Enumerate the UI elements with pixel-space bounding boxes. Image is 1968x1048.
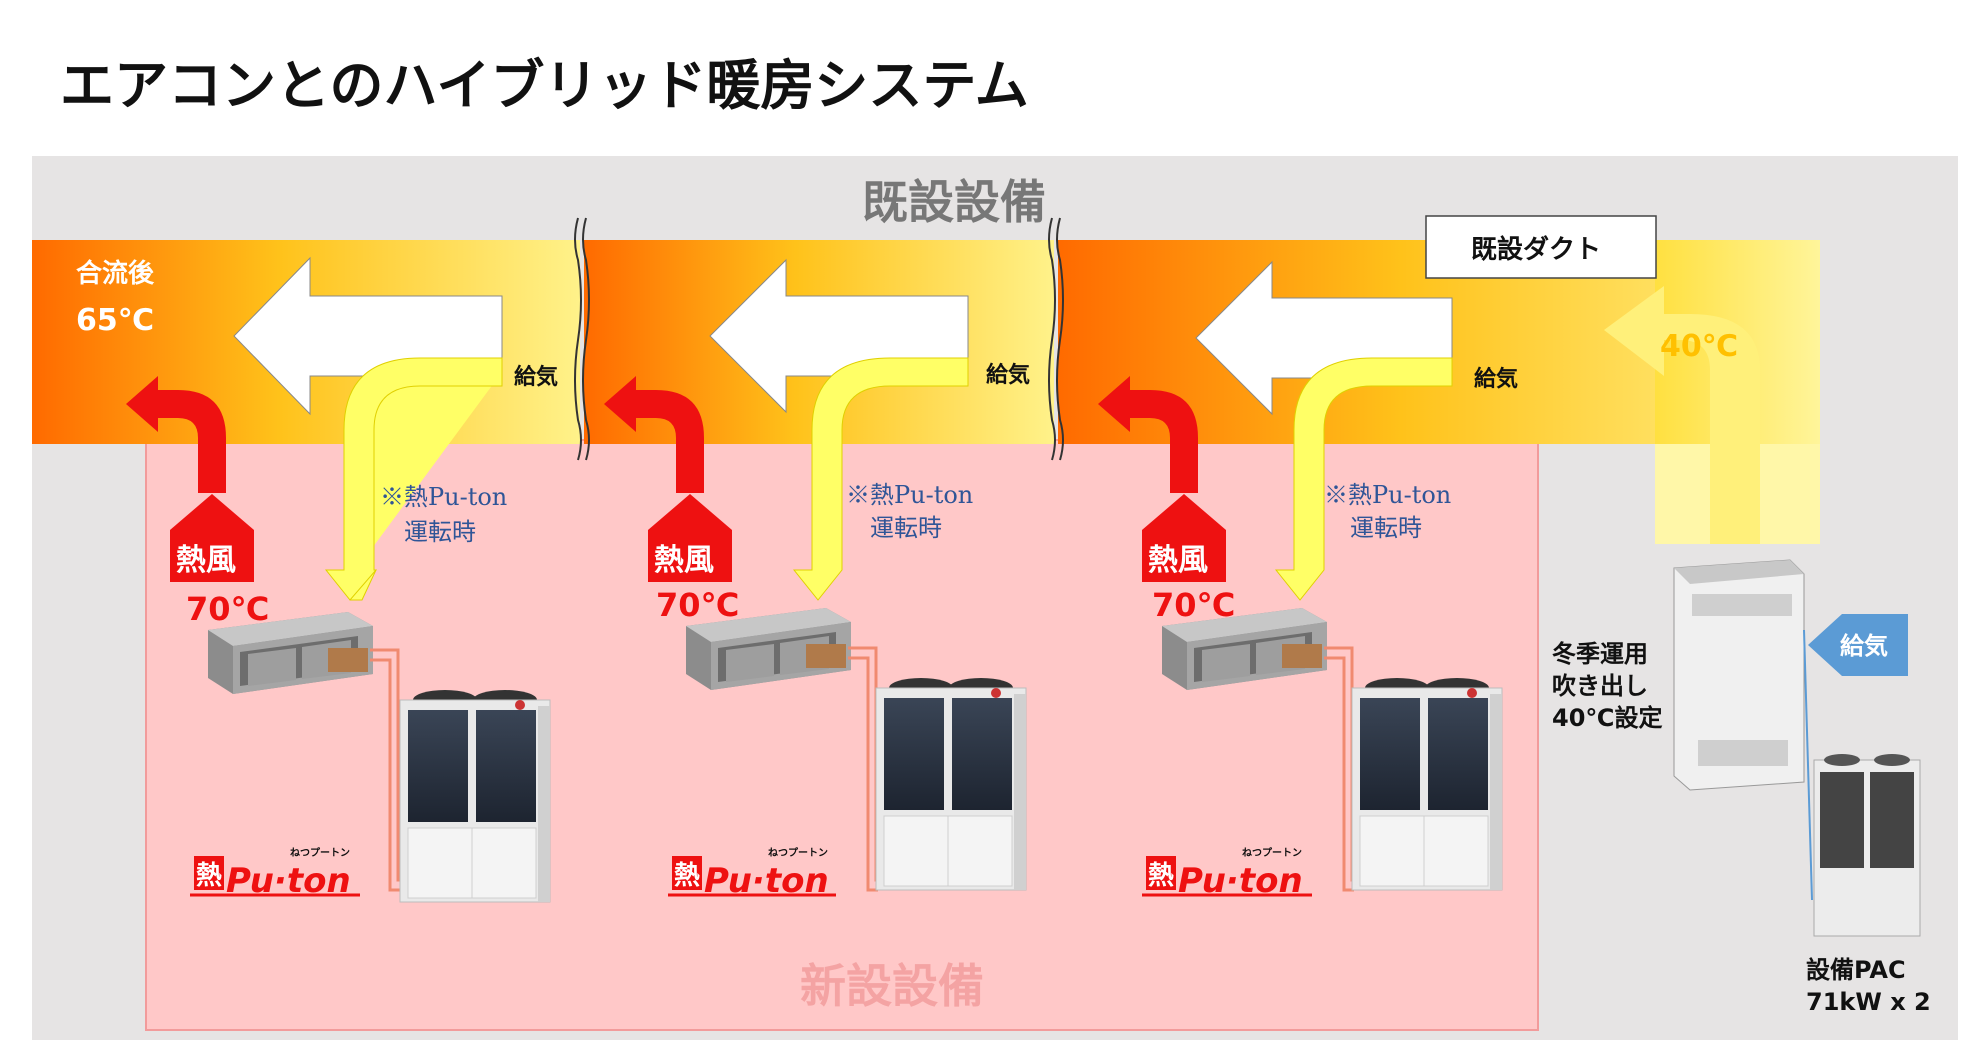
existing-equipment-label: 既設設備	[862, 175, 1046, 229]
merged-label: 合流後	[76, 258, 155, 289]
brand-small-2: ねつプートン	[768, 846, 828, 859]
supply-label-2: 給気	[986, 362, 1030, 388]
supply-label-1: 給気	[514, 364, 558, 390]
winter-line1: 冬季運用	[1552, 640, 1648, 668]
note-line2-2: 運転時	[870, 514, 942, 542]
pac-outdoor-unit	[1813, 754, 1921, 937]
brand-kanji-3: 熱	[1148, 861, 1174, 891]
hot-temp-3: 70℃	[1152, 586, 1235, 624]
outdoor-unit-2	[875, 677, 1027, 891]
supply-line	[1803, 629, 1813, 901]
note-line1-1: ※熱Pu-ton	[380, 483, 507, 511]
winter-line3: 40℃設定	[1552, 704, 1662, 732]
new-equipment-label: 新設設備	[800, 959, 984, 1013]
pac-line2: 71kW x 2	[1806, 988, 1931, 1016]
brand-small-1: ねつプートン	[290, 846, 350, 859]
brand-kanji-1: 熱	[196, 861, 222, 891]
hot-air-badges	[170, 494, 1226, 582]
supply-arrows	[324, 357, 1453, 601]
outdoor-unit-3	[1351, 677, 1503, 891]
brand-name-3: Pu·ton	[1178, 861, 1303, 901]
outside-supply-label: 給気	[1840, 632, 1888, 660]
duct-label: 既設ダクト	[1471, 234, 1601, 265]
existing-ac-unit	[1673, 559, 1805, 791]
brand-small-3: ねつプートン	[1242, 846, 1302, 859]
outdoor-unit-1	[399, 689, 551, 903]
hot-air-label-2: 熱風	[654, 543, 714, 578]
note-line2-3: 運転時	[1350, 514, 1422, 542]
hot-air-label-1: 熱風	[176, 543, 236, 578]
supply-40-arrow	[1604, 286, 1760, 544]
page-title: エアコンとのハイブリッド暖房システム	[60, 54, 1029, 117]
supply-temp-40: 40℃	[1660, 329, 1738, 364]
hot-temp-1: 70℃	[186, 590, 269, 628]
note-line1-3: ※熱Pu-ton	[1324, 481, 1451, 509]
brand-logos	[190, 856, 1312, 897]
hot-temp-2: 70℃	[656, 586, 739, 624]
winter-line2: 吹き出し	[1552, 672, 1648, 700]
duct-label-box	[1425, 215, 1657, 279]
brand-name-1: Pu·ton	[226, 861, 351, 901]
hot-air-label-3: 熱風	[1148, 543, 1208, 578]
note-line1-2: ※熱Pu-ton	[846, 481, 973, 509]
merged-temp: 65℃	[76, 303, 154, 338]
outside-supply-arrow	[1808, 614, 1908, 676]
brand-kanji-2: 熱	[674, 861, 700, 891]
brand-name-2: Pu·ton	[704, 861, 829, 901]
note-line2-1: 運転時	[404, 518, 476, 546]
pac-line1: 設備PAC	[1806, 956, 1906, 984]
supply-label-3: 給気	[1474, 366, 1518, 392]
duct-break-lines	[574, 217, 1064, 461]
